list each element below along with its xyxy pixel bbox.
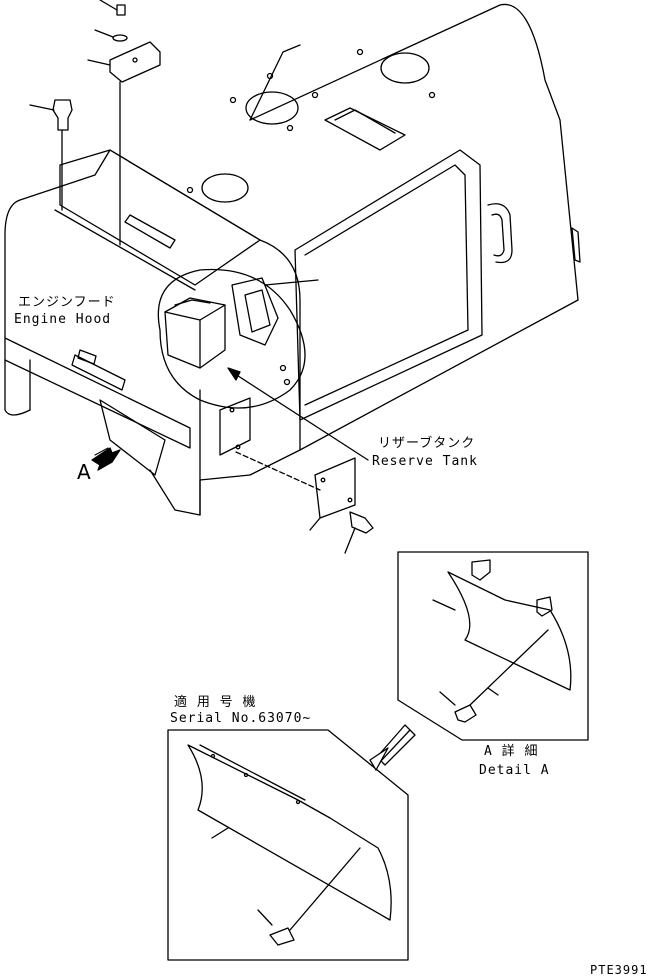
view-arrow-a <box>91 447 121 471</box>
hood-fasteners <box>29 0 161 246</box>
serial-label-en: Serial No.63070~ <box>170 711 312 726</box>
engine-hood-label-jp: エンジンフード <box>18 295 116 310</box>
serial-detail-box <box>167 724 416 961</box>
detail-a-box <box>397 551 589 741</box>
serial-label-jp: 適 用 号 機 <box>174 695 257 710</box>
detail-a-label-jp: A 詳 細 <box>484 744 539 759</box>
view-arrow-label: A <box>77 460 91 484</box>
reserve-tank <box>157 268 369 461</box>
detail-a-label-en: Detail A <box>479 763 550 778</box>
engine-hood <box>4 3 581 516</box>
side-cover <box>235 451 374 554</box>
reserve-tank-label-en: Reserve Tank <box>372 454 478 469</box>
engine-hood-label-en: Engine Hood <box>14 312 112 327</box>
drawing-code: PTE3991 <box>590 963 648 977</box>
reserve-tank-label-jp: リザーブタンク <box>378 436 476 451</box>
